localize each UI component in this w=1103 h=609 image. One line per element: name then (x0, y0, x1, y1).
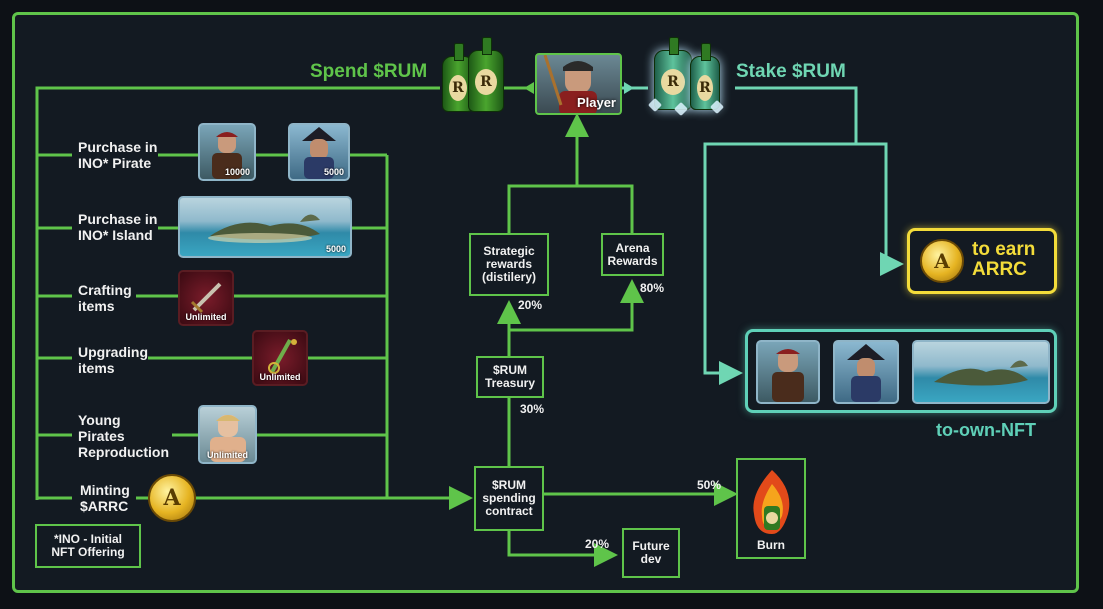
own-nft-label: to-own-NFT (936, 420, 1036, 440)
island-icon (934, 360, 1028, 386)
pirate-supply: 10000 (224, 167, 250, 177)
burn-text: Burn (757, 538, 785, 552)
arena-rewards-box: Arena Rewards (601, 233, 664, 276)
pirate-player-icon (543, 55, 597, 113)
sword-icon (268, 339, 297, 374)
arena-rewards-text: Arena Rewards (607, 240, 658, 268)
staked-rum-bottle-icon: R (690, 43, 720, 110)
strategic-percent: 20% (518, 298, 543, 312)
source-island-label: Purchase in INO* Island (78, 211, 158, 243)
island-icon (208, 214, 320, 243)
crafting-item-thumb: Unlimited (178, 270, 234, 326)
source-upgrading-label: Upgrading items (78, 344, 148, 376)
strategic-rewards-text: Strategic rewards (distilery) (481, 244, 536, 284)
burn-box: Burn (736, 458, 806, 559)
pirate-icon (212, 132, 242, 179)
pirate-captain-icon (847, 344, 885, 402)
pirate-icon (772, 349, 804, 402)
source-minting-label: Minting $ARRC (80, 482, 130, 514)
flame-bottle-icon (753, 470, 790, 534)
strategic-rewards-box: Strategic rewards (distilery) (469, 233, 549, 296)
earn-arrc-text: to earn ARRC (972, 239, 1036, 280)
own-nft-box (745, 329, 1057, 413)
player-notch (524, 82, 534, 94)
rum-bottle-icon: R (468, 37, 504, 112)
arrc-coin-icon: A (148, 474, 196, 522)
source-crafting-label: Crafting items (78, 282, 132, 314)
dagger-icon (190, 282, 222, 314)
player-label: Player (576, 95, 616, 110)
island-supply: 5000 (325, 244, 346, 254)
pirate-nft-thumb (756, 340, 820, 404)
rum-treasury-text: $RUM Treasury (484, 363, 536, 390)
pirate-nft-thumb: 5000 (288, 123, 350, 181)
future-percent: 20% (585, 537, 610, 551)
pirate-nft-thumb: 10000 (198, 123, 256, 181)
stake-rum-label: Stake $RUM (736, 61, 846, 82)
young-pirate-thumb: Unlimited (198, 405, 257, 464)
island-nft-thumb (912, 340, 1050, 404)
earn-arrc-box: A to earn ARRC (907, 228, 1057, 294)
player-portrait: Player (535, 53, 622, 115)
upgrading-item-thumb: Unlimited (252, 330, 308, 386)
pirate-captain-icon (302, 127, 336, 179)
player-notch (624, 82, 634, 94)
rum-spending-contract-text: $RUM spending contract (482, 478, 536, 518)
future-dev-box: Future dev (622, 528, 680, 578)
rum-treasury-box: $RUM Treasury (476, 356, 544, 398)
rum-spending-contract-box: $RUM spending contract (474, 466, 544, 531)
spend-rum-label: Spend $RUM (310, 61, 428, 82)
future-dev-text: Future dev (632, 539, 670, 566)
pirate-supply: 5000 (323, 167, 344, 177)
ino-footnote-text: *INO - Initial NFT Offering (51, 532, 125, 559)
upgrading-supply: Unlimited (259, 372, 301, 382)
young-pirate-supply: Unlimited (206, 450, 248, 460)
treasury-percent: 30% (520, 402, 545, 416)
arrc-coin-icon: A (920, 239, 964, 283)
island-nft-thumb: 5000 (178, 196, 352, 258)
source-young-label: Young Pirates Reproduction (78, 412, 169, 460)
pirate-nft-thumb (833, 340, 899, 404)
burn-percent: 50% (697, 478, 722, 492)
ino-footnote: *INO - Initial NFT Offering (35, 524, 141, 568)
young-pirate-icon (210, 415, 246, 462)
staked-rum-bottle-icon: R (654, 37, 692, 110)
source-pirate-label: Purchase in INO* Pirate (78, 139, 158, 171)
crafting-supply: Unlimited (185, 312, 227, 322)
arena-percent: 80% (640, 281, 665, 295)
